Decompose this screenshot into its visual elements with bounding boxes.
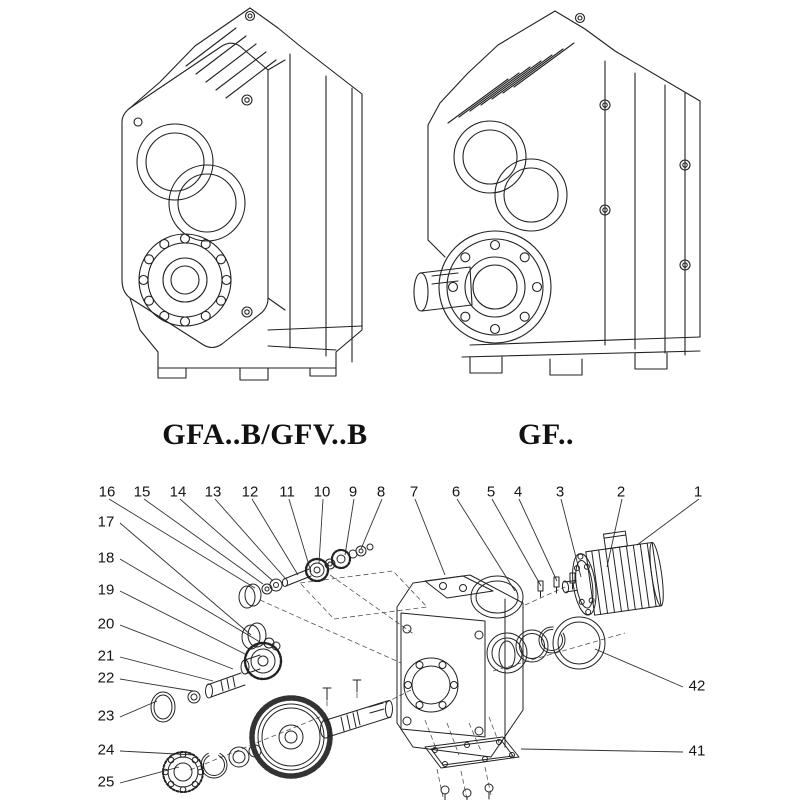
callout-25: 25 bbox=[97, 773, 115, 791]
gear-housing bbox=[396, 574, 524, 758]
input-bores bbox=[136, 123, 246, 242]
callout-12: 12 bbox=[241, 483, 259, 501]
callout-21: 21 bbox=[97, 647, 115, 665]
input-gear-train bbox=[238, 543, 374, 609]
callout-16: 16 bbox=[98, 483, 116, 501]
callout-9: 9 bbox=[348, 483, 358, 501]
callout-1: 1 bbox=[693, 483, 703, 501]
callout-4: 4 bbox=[513, 483, 523, 501]
callout-18: 18 bbox=[97, 549, 115, 567]
callout-3: 3 bbox=[555, 483, 565, 501]
callout-11: 11 bbox=[279, 483, 295, 501]
motor bbox=[561, 530, 664, 616]
callout-17: 17 bbox=[97, 513, 115, 531]
output-flange bbox=[438, 230, 552, 344]
output-shaft-assembly bbox=[162, 679, 393, 793]
leader-lines bbox=[108, 498, 700, 784]
exploded-view-drawing bbox=[108, 498, 700, 800]
callout-8: 8 bbox=[376, 483, 386, 501]
gfa-gfv-gearbox-drawing bbox=[121, 7, 363, 381]
output-shaft bbox=[413, 266, 473, 312]
callout-42: 42 bbox=[688, 677, 706, 695]
callout-13: 13 bbox=[204, 483, 222, 501]
callout-23: 23 bbox=[97, 707, 115, 725]
callout-14: 14 bbox=[169, 483, 187, 501]
callout-5: 5 bbox=[486, 483, 496, 501]
gf-gearbox-drawing bbox=[413, 10, 701, 376]
gasket-and-screws bbox=[470, 572, 576, 619]
callout-22: 22 bbox=[97, 669, 115, 687]
output-rings bbox=[486, 616, 606, 674]
model-label-gfa-gfv: GFA..B/GFV..B bbox=[162, 418, 368, 451]
model-label-gf: GF.. bbox=[518, 418, 574, 451]
callout-6: 6 bbox=[451, 483, 461, 501]
callout-10: 10 bbox=[313, 483, 331, 501]
callout-20: 20 bbox=[97, 615, 115, 633]
output-bearing bbox=[138, 233, 232, 327]
callout-41: 41 bbox=[688, 742, 706, 760]
callout-24: 24 bbox=[97, 741, 115, 759]
callout-2: 2 bbox=[616, 483, 626, 501]
callout-19: 19 bbox=[97, 581, 115, 599]
callout-15: 15 bbox=[133, 483, 151, 501]
base-gasket bbox=[424, 736, 520, 800]
intermediate-gear-set bbox=[150, 622, 283, 723]
callout-7: 7 bbox=[409, 483, 419, 501]
